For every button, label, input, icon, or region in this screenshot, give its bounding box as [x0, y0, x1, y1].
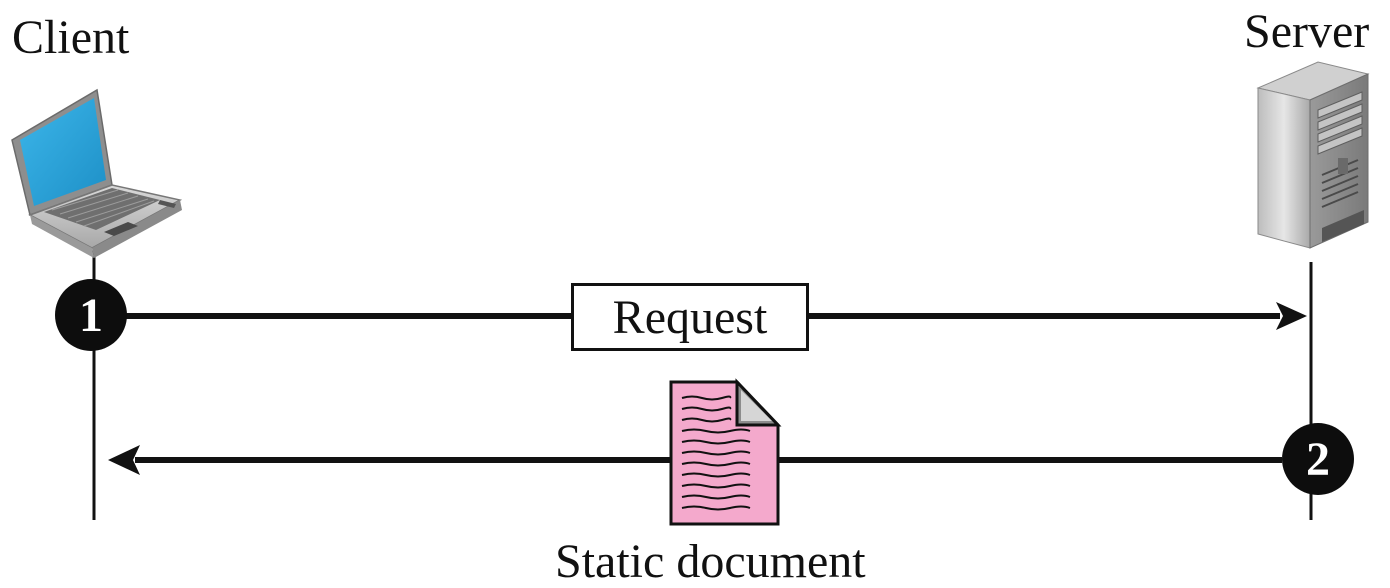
step-2-badge: 2	[1282, 423, 1354, 495]
step-1-badge: 1	[55, 279, 127, 351]
static-document-label: Static document	[555, 535, 866, 588]
server-label: Server	[1244, 5, 1370, 58]
laptop-icon	[11, 88, 183, 258]
document-icon	[669, 378, 782, 526]
client-label: Client	[12, 11, 130, 64]
server-tower-icon	[1256, 61, 1370, 249]
request-message-box: Request	[571, 283, 809, 351]
